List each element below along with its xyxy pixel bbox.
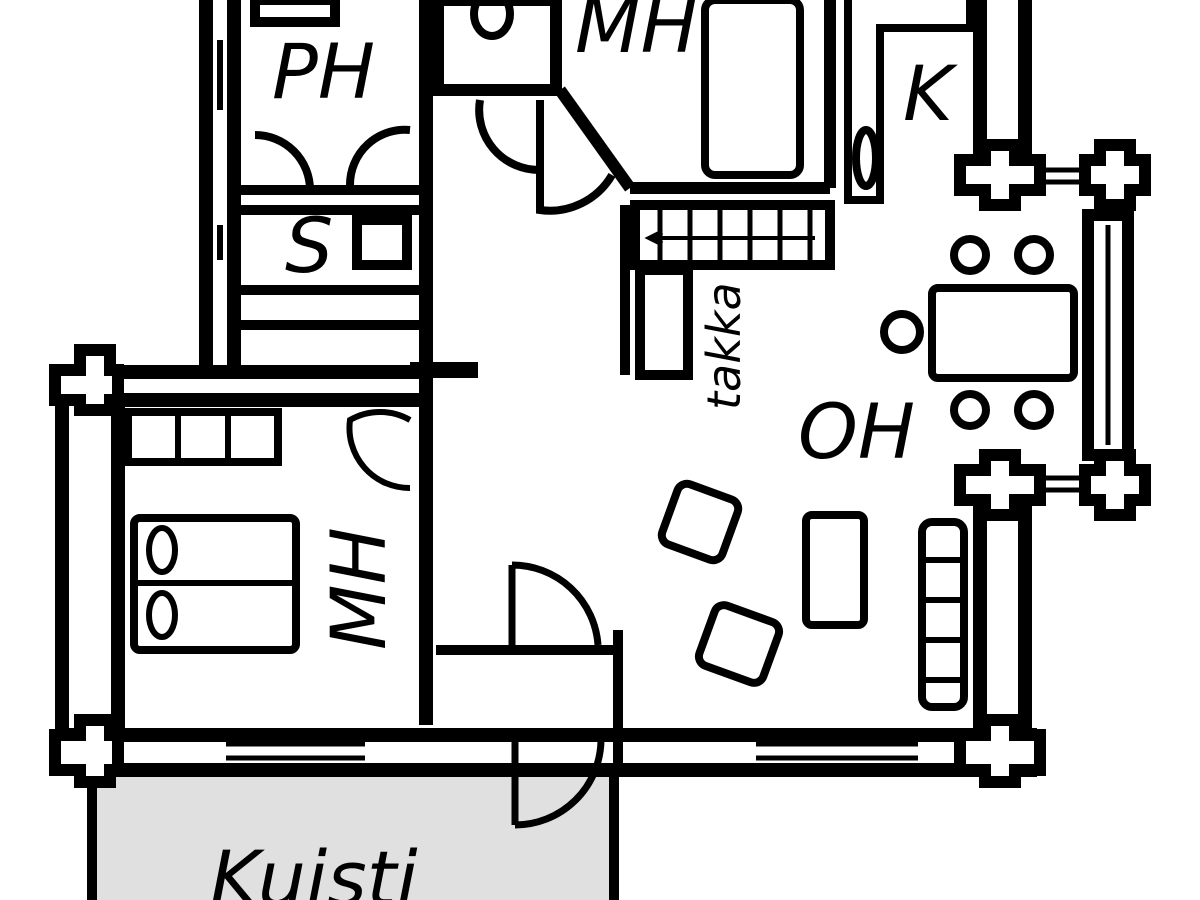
walls [55, 0, 1037, 777]
dining-set [880, 235, 1078, 430]
living-furniture [657, 479, 968, 711]
window-slits-bottom [226, 741, 918, 761]
label-bedroom-top: MH [575, 0, 698, 70]
label-kitchen: K [903, 49, 958, 138]
label-fireplace: takka [697, 282, 751, 410]
label-sauna: S [285, 201, 333, 290]
bath-sauna-block [217, 0, 420, 330]
bedroom-top-block [432, 0, 836, 194]
label-bedroom-left: MH [314, 527, 403, 650]
fireplace [620, 200, 835, 380]
label-bath: PH [272, 27, 375, 116]
wall-stub [410, 362, 478, 378]
right-columns [954, 139, 1151, 521]
label-living: OH [798, 387, 915, 476]
corner-posts [49, 344, 1046, 788]
window-slits-right [1040, 167, 1111, 493]
label-porch: Kuisti [210, 834, 418, 900]
entry [436, 561, 623, 829]
bedroom-left-contents [124, 408, 412, 654]
kitchen-block [844, 0, 974, 204]
bedroom-top-doors [475, 99, 616, 215]
bath-doors [254, 125, 411, 191]
